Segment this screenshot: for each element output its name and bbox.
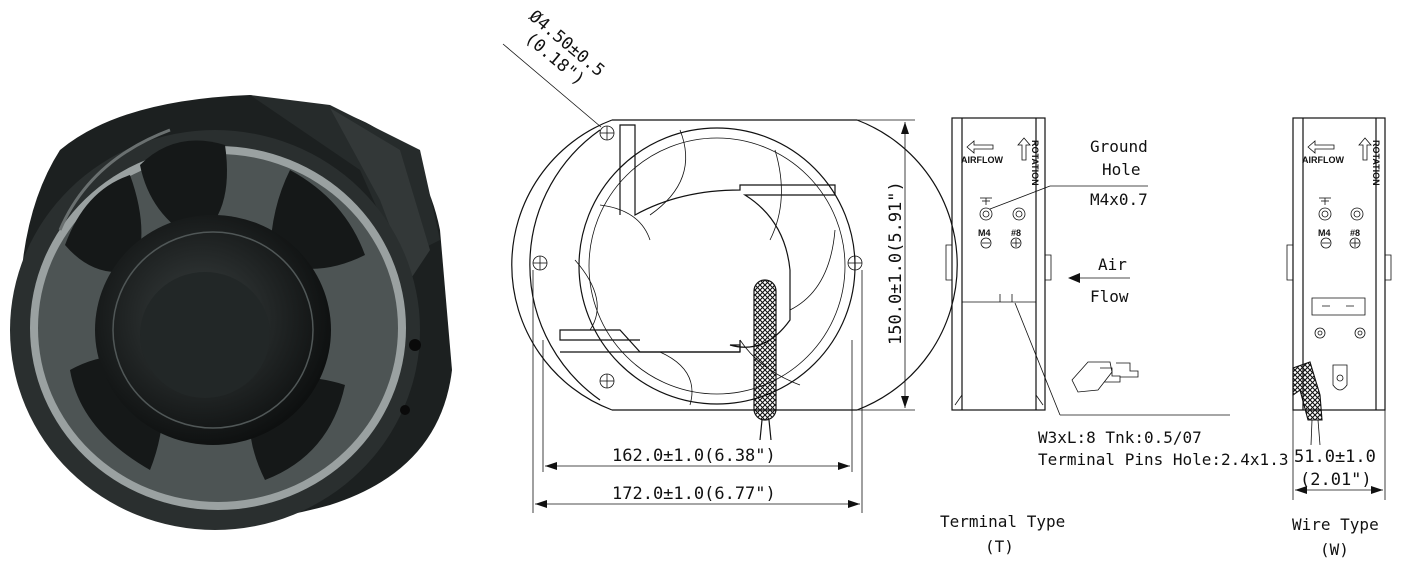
- height-dimension: 150.0±1.0(5.91"): [886, 181, 906, 345]
- terminal-type-code: (T): [985, 537, 1014, 556]
- wire-m4-label: M4: [1318, 228, 1331, 238]
- wire-screw-label: #8: [1350, 228, 1360, 238]
- terminal-screw-label: #8: [1011, 228, 1021, 238]
- wire-type-drawing: [1286, 117, 1392, 500]
- terminal-m4-label: M4: [978, 228, 991, 238]
- depth-dimension-inch: (2.01"): [1300, 470, 1372, 490]
- inner-width-dimension: 162.0±1.0(6.38"): [612, 446, 776, 466]
- terminal-airflow-label: AIRFLOW: [961, 155, 1003, 165]
- fan-photo: [10, 95, 452, 530]
- air-flow-line1: Air: [1098, 255, 1127, 274]
- front-view-drawing: [502, 43, 958, 513]
- wire-type-code: (W): [1320, 540, 1349, 559]
- ground-hole-line1: Ground: [1090, 137, 1148, 156]
- terminal-type-caption: Terminal Type: [940, 512, 1065, 531]
- depth-dimension-mm: 51.0±1.0: [1294, 447, 1376, 467]
- terminal-type-drawing: [945, 117, 1230, 416]
- terminal-rotation-label: ROTATION: [1030, 140, 1040, 186]
- pin-spec-line1: W3xL:8 Tnk:0.5/07: [1038, 428, 1202, 447]
- wire-rotation-label: ROTATION: [1371, 140, 1381, 186]
- air-flow-line2: Flow: [1090, 287, 1129, 306]
- outer-width-dimension: 172.0±1.0(6.77"): [612, 484, 776, 504]
- wire-type-caption: Wire Type: [1292, 515, 1379, 534]
- wire-airflow-label: AIRFLOW: [1302, 155, 1344, 165]
- pin-spec-line2: Terminal Pins Hole:2.4x1.3: [1038, 450, 1288, 469]
- ground-hole-line2: Hole: [1102, 160, 1141, 179]
- ground-hole-spec: M4x0.7: [1090, 190, 1148, 209]
